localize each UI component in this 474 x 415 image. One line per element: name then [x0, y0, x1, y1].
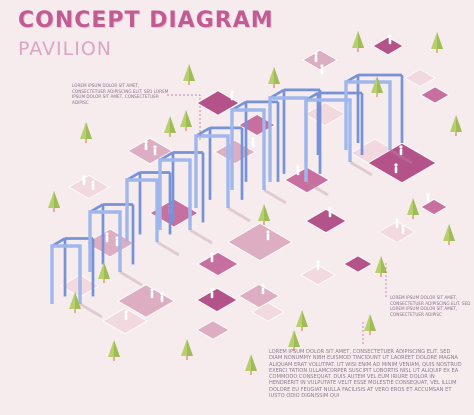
ground-tile	[238, 283, 280, 309]
ground-tile	[68, 174, 110, 200]
tree-icon	[288, 330, 300, 351]
person-icon	[230, 90, 234, 101]
person-icon	[316, 260, 320, 271]
leader-lines	[167, 94, 387, 344]
person-icon	[105, 232, 109, 243]
ground-tile	[197, 251, 239, 277]
ground-tile	[367, 142, 437, 184]
ground-tile	[343, 255, 373, 273]
pavilion-frame	[50, 237, 103, 319]
person-icon	[210, 252, 214, 263]
pavilion-frame	[158, 151, 213, 245]
tree-icon	[258, 204, 270, 225]
ground-tile	[302, 49, 338, 71]
annotation-text-left: LOREM IPSUM DOLOR SIT AMET, CONSECTETUER…	[72, 83, 169, 105]
person-icon	[124, 310, 128, 321]
person-icon	[401, 224, 405, 235]
ground-tile	[304, 101, 346, 127]
pavilion-frames	[50, 73, 413, 319]
person-icon	[394, 163, 398, 174]
tree-icon	[352, 31, 364, 52]
person-icon	[210, 288, 214, 299]
tree-icon	[450, 115, 462, 136]
tree-icon	[164, 116, 176, 137]
tree-icon	[183, 64, 195, 85]
person-icon	[251, 137, 255, 148]
pavilion-frame	[304, 91, 373, 177]
tree-icon	[371, 76, 383, 97]
person-icon	[153, 145, 157, 156]
tree-icon	[268, 67, 280, 88]
person-icon	[320, 64, 324, 75]
person-icon	[160, 292, 164, 303]
person-icon	[91, 180, 95, 191]
ground-tile	[420, 86, 450, 104]
ground-tile	[227, 222, 293, 262]
ground-tile	[378, 221, 416, 243]
tree-icon	[375, 256, 387, 277]
tree-icon	[364, 314, 376, 335]
tree-icon	[48, 191, 60, 212]
ground-tile	[420, 198, 448, 216]
ground-tile	[305, 208, 347, 234]
person-icon	[266, 230, 270, 241]
person-icon	[150, 288, 154, 299]
ground-tile	[372, 36, 404, 56]
tree-icon	[80, 122, 92, 143]
tree-icon	[443, 224, 455, 245]
pavilion-frame	[230, 100, 287, 205]
person-icon	[314, 52, 318, 63]
people-figures	[82, 34, 430, 321]
annotation-text-right: LOREM IPSUM DOLOR SIT AMET, CONSECTETUER…	[390, 295, 471, 317]
person-icon	[261, 284, 265, 295]
ground-tile	[300, 264, 336, 286]
ground-tile	[251, 302, 285, 322]
tree-icon	[69, 292, 81, 313]
ground-tile	[127, 137, 173, 165]
pavilion-frame	[344, 73, 413, 165]
tree-icon	[245, 354, 257, 375]
trees	[48, 31, 462, 375]
pavilion-frame	[194, 126, 251, 223]
person-icon	[115, 236, 119, 247]
person-icon	[399, 145, 403, 156]
person-icon	[388, 34, 392, 45]
leader-line	[167, 94, 201, 140]
person-icon	[426, 193, 430, 204]
tree-icon	[108, 340, 120, 361]
ground-tiles	[60, 36, 450, 340]
tree-icon	[180, 110, 192, 131]
tree-icon	[431, 32, 443, 53]
ground-tile	[214, 139, 256, 165]
ground-tile	[117, 284, 175, 318]
tree-icon	[407, 198, 419, 219]
diagram-subtitle: PAVILION	[18, 38, 112, 60]
pavilion-frame	[125, 171, 180, 257]
annotation-text-bottom: LOREM IPSUM DOLOR SIT AMET, CONSECTETUER…	[269, 349, 462, 400]
ground-tile	[102, 307, 148, 335]
tree-icon	[296, 310, 308, 331]
ground-tile	[404, 68, 436, 88]
diagram-title: CONCEPT DIAGRAM	[18, 8, 274, 33]
ground-tile	[196, 287, 238, 313]
ground-tile	[196, 320, 230, 340]
tree-icon	[98, 262, 110, 283]
person-icon	[296, 165, 300, 176]
person-icon	[328, 207, 332, 218]
person-icon	[82, 175, 86, 186]
pavilion-frame	[88, 203, 143, 287]
person-icon	[395, 218, 399, 229]
person-icon	[144, 140, 148, 151]
tree-icon	[181, 339, 193, 360]
